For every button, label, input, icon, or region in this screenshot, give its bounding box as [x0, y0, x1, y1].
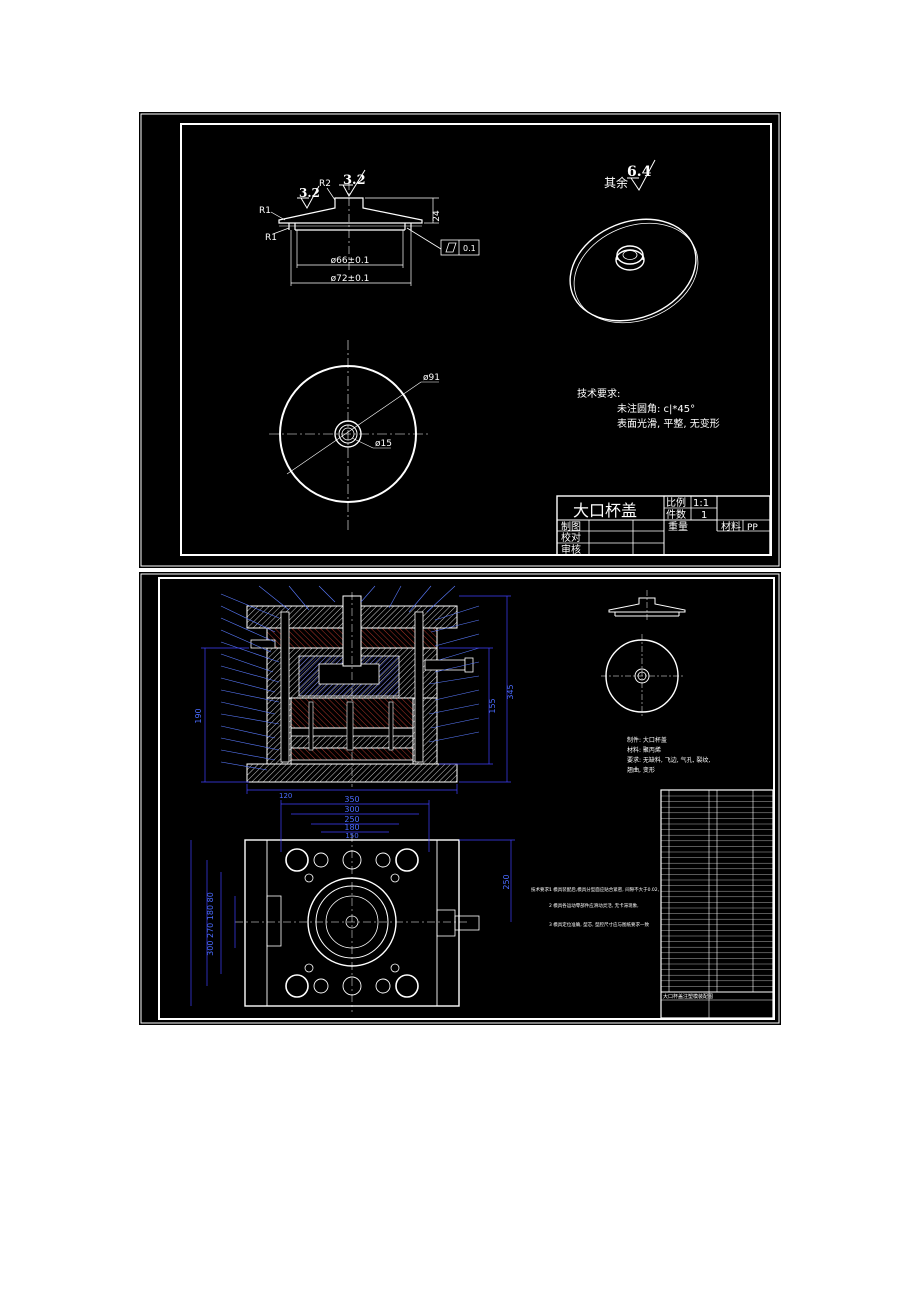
dim-plan-left: 300 270 180 80 — [206, 892, 215, 956]
dim-height-inner: 190 — [194, 708, 203, 723]
isometric-view — [569, 218, 699, 324]
other-roughness-symbol — [627, 159, 656, 191]
assembly-tech-line2: 2 模具各运动零部件应滑动灵活, 无卡滞现象, — [549, 902, 639, 909]
plan-dims — [190, 800, 515, 1006]
part-thumbnail-plan — [601, 634, 683, 718]
outer-frame-2 — [140, 573, 780, 1024]
inner-dia-label: ø66±0.1 — [331, 256, 370, 266]
plan-inner-dia-label: ø15 — [375, 439, 392, 449]
dim-width-c: 180 — [344, 823, 359, 832]
check-label: 校对 — [561, 531, 581, 544]
assembly-tech-title: 技术要求: — [531, 886, 551, 893]
mold-plan-view — [235, 834, 480, 1012]
tech-req-title: 技术要求: — [577, 387, 620, 400]
height-dimension — [365, 197, 439, 224]
outer-dia-label: ø72±0.1 — [331, 274, 370, 284]
flatness-value: 0.1 — [463, 244, 476, 253]
r1-bottom-label: R1 — [265, 233, 277, 243]
dim-height-right: 155 — [488, 698, 497, 713]
plan-outer-dia-label: ø91 — [423, 373, 440, 383]
qty-value: 1 — [701, 510, 707, 521]
review-label: 审核 — [561, 543, 581, 556]
part-name: 大口杯盖 — [573, 501, 637, 520]
part-drawing-svg: 24 R1 R1 R2 3.2 3.2 0.1 ø66±0.1 ø72±0.1 … — [140, 113, 780, 567]
dim-width-b: 250 — [344, 815, 359, 824]
assembly-section — [246, 592, 474, 787]
r1-top-label: R1 — [259, 206, 271, 216]
flatness-tolerance — [406, 227, 480, 256]
other-roughness-label: 其余 — [604, 175, 628, 190]
height-dim-label: 24 — [432, 210, 442, 222]
dim-width-d: 150 — [345, 832, 358, 840]
assembly-tech-line3: 3 模具定位准确, 型芯, 型腔尺寸应与图纸要求一致 — [549, 921, 650, 928]
part-thumbnail-section — [608, 590, 686, 620]
radius-leaders — [270, 187, 336, 235]
section-view — [278, 182, 423, 272]
mold-assembly-svg: 345 155 190 — [140, 573, 780, 1024]
mold-assembly-sheet: 345 155 190 — [139, 572, 781, 1025]
roughness-value-1: 3.2 — [299, 186, 320, 200]
other-roughness-value: 6.4 — [627, 164, 652, 180]
outer-frame — [140, 113, 780, 567]
plan-view — [269, 340, 439, 530]
drawn-label: 制图 — [561, 520, 581, 533]
bom-table — [660, 789, 774, 1019]
bom-title: 大口杯盖注塑模装配图 — [663, 993, 713, 1000]
scale-value: 1:1 — [693, 498, 709, 509]
dim-width-e: 120 — [279, 792, 292, 800]
inner-frame — [180, 123, 772, 556]
qty-label: 件数 — [666, 508, 686, 521]
part-leaders — [220, 585, 480, 771]
material-value: PP — [747, 523, 758, 533]
r2-label: R2 — [319, 179, 331, 189]
inner-frame-2 — [158, 577, 775, 1020]
scale-label: 比例 — [666, 496, 686, 509]
dim-width-total: 350 — [344, 795, 359, 804]
dim-height-total: 345 — [506, 684, 515, 699]
part-drawing-sheet: 24 R1 R1 R2 3.2 3.2 0.1 ø66±0.1 ø72±0.1 … — [139, 112, 781, 568]
part-info-line3: 要求: 无缺料, 飞边, 气孔, 裂纹, — [627, 756, 710, 764]
weight-label: 重量 — [668, 520, 688, 533]
part-info-line1: 制件: 大口杯盖 — [627, 736, 667, 744]
part-info-line2: 材料: 聚丙烯 — [627, 746, 661, 754]
tech-req-line2: 表面光滑, 平整, 无变形 — [617, 417, 720, 430]
assembly-dims — [201, 595, 511, 794]
part-info-line4: 翘曲, 变形 — [627, 766, 655, 774]
material-label: 材料 — [721, 520, 741, 533]
assembly-tech-line1: 1 模具装配后,模具分型面应贴合紧密, 间隙不大于0.02, — [549, 886, 659, 893]
title-block — [556, 495, 771, 556]
roughness-symbol-1 — [297, 185, 320, 210]
dim-width-a: 300 — [344, 805, 359, 814]
diameter-dims — [290, 230, 412, 286]
roughness-symbol-2 — [339, 169, 366, 197]
dim-plan-depth: 250 — [502, 874, 511, 889]
tech-req-line1: 未注圆角: c|*45° — [617, 402, 695, 415]
bom-rows — [661, 795, 773, 987]
roughness-value-2: 3.2 — [343, 173, 366, 188]
